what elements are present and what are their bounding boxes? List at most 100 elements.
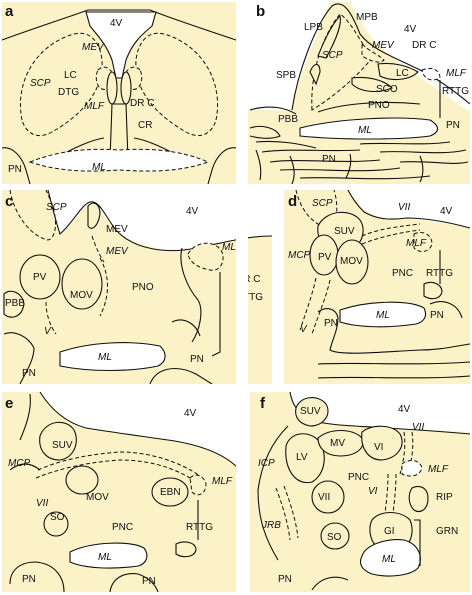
label-4v: 4V <box>110 18 123 29</box>
panel-c-pv <box>19 254 61 300</box>
label-pnc: PNC <box>348 472 369 483</box>
label-jrb: JRB <box>261 520 281 531</box>
label-4v: 4V <box>440 206 453 217</box>
label-vii: VII <box>412 422 424 433</box>
label-icp: ICP <box>258 458 275 469</box>
panel-b-mlf <box>421 67 441 81</box>
panel-e-suv <box>39 421 77 461</box>
label-vi-nerve: VI <box>368 486 378 497</box>
panel-b: b LPB MPB 4V SCP MEV DR C SPB LC MLF SCO… <box>248 2 471 185</box>
label-mev: MEV <box>82 42 105 53</box>
panel-e-ml <box>69 542 148 569</box>
panel-f-suv <box>295 397 329 427</box>
panel-a-dorsal-outline <box>1 9 237 41</box>
label-pn: PN <box>446 120 460 131</box>
label-mov: MOV <box>70 290 93 301</box>
panel-c-mlf <box>187 242 224 271</box>
panel-e-so <box>43 511 69 537</box>
label-ebn: EBN <box>160 487 181 498</box>
panel-a-scp-outline <box>20 32 103 136</box>
label-lc: LC <box>64 70 77 81</box>
label-lc: LC <box>396 68 409 79</box>
label-sco: SCO <box>376 84 398 95</box>
panel-d-mlf <box>413 231 433 252</box>
label-pn: PN <box>278 574 292 585</box>
label-ml: ML <box>92 162 106 173</box>
panel-c: c SCP 4V MLF MEV MEV PV MOV PNO DR C RTT… <box>2 189 273 385</box>
label-pbb: PBB <box>5 298 25 309</box>
panel-e-fourth-ventricle <box>40 392 238 468</box>
label-mlf: MLF <box>406 238 427 249</box>
label-pn: PN <box>430 310 444 321</box>
label-mlf: MLF <box>84 101 105 112</box>
panel-f-letter: f <box>260 395 266 412</box>
label-pno: PNO <box>132 282 154 293</box>
label-vii: VII <box>318 492 330 503</box>
panel-f-mv <box>317 429 364 457</box>
panel-f-vi <box>361 425 403 461</box>
label-mlf: MLF <box>212 476 233 487</box>
label-dr-c: DR C <box>412 40 436 51</box>
label-mpb: MPB <box>356 12 378 23</box>
panel-e-vii-nerve <box>35 451 201 483</box>
label-mlf: MLF <box>428 464 449 475</box>
panel-a-letter: a <box>5 3 14 20</box>
panel-c-mev-upper <box>87 202 101 229</box>
panel-d-dorsal-outline <box>347 189 471 229</box>
label-dr-c: DR C <box>236 274 260 285</box>
panel-b-letter: b <box>256 3 265 20</box>
label-ml: ML <box>382 554 396 565</box>
label-scp: SCP <box>312 198 333 209</box>
panel-f-ml <box>359 539 421 577</box>
label-suv: SUV <box>334 226 355 237</box>
panel-d-scp-outline <box>295 189 338 229</box>
panel-d-vii-nerve <box>361 223 421 245</box>
panel-b-ml <box>299 117 439 140</box>
label-suv: SUV <box>52 440 73 451</box>
label-pnc: PNC <box>392 268 413 279</box>
label-scp: SCP <box>30 78 51 89</box>
label-cr: CR <box>138 120 152 131</box>
label-rttg: RTTG <box>442 86 469 97</box>
label-mcp: MCP <box>288 250 311 261</box>
panel-e-dorsal-outline <box>39 391 239 469</box>
label-dtg: DTG <box>58 87 79 98</box>
label-mov: MOV <box>86 492 109 503</box>
panel-e-letter: e <box>5 395 13 412</box>
label-4v: 4V <box>398 404 411 415</box>
panel-e-mov <box>65 465 99 495</box>
panel-f-rip <box>408 485 429 513</box>
panel-c-fourth-ventricle <box>48 190 272 250</box>
label-pv: PV <box>33 272 47 283</box>
label-mev: MEV <box>372 40 395 51</box>
label-grn: GRN <box>436 526 458 537</box>
panel-f-vii-nerve <box>399 431 414 475</box>
panel-a-ml <box>28 148 210 172</box>
label-rttg: RTTG <box>186 522 213 533</box>
label-mov: MOV <box>340 256 363 267</box>
panel-f-fourth-ventricle <box>290 392 470 432</box>
panel-a-mlf-left <box>106 71 118 105</box>
panel-d: d SCP VII 4V SUV MLF MCP PV MOV PNC RTTG… <box>284 189 471 384</box>
label-mlf: MLF <box>446 68 467 79</box>
label-rttg: RTTG <box>426 268 453 279</box>
label-mcp: MCP <box>8 458 31 469</box>
label-pn: PN <box>322 154 336 165</box>
label-pnc: PNC <box>112 522 133 533</box>
label-pno: PNO <box>368 100 390 111</box>
panel-b-fourth-ventricle <box>248 2 470 112</box>
label-vi: VI <box>374 442 383 453</box>
label-pbb: PBB <box>278 114 298 125</box>
panel-a-pn-outline <box>1 147 31 185</box>
label-4v: 4V <box>404 24 417 35</box>
panel-c-scp-outline <box>9 189 56 241</box>
panel-e: e 4V SUV MCP MLF MOV EBN VII SO PNC RTTG… <box>2 391 239 593</box>
label-vii: VII <box>398 202 410 213</box>
label-pn: PN <box>22 574 36 585</box>
panel-b-spb <box>309 63 321 86</box>
panel-d-ml <box>339 301 427 328</box>
panel-d-rttg <box>423 281 443 300</box>
panel-c-ml <box>59 342 166 372</box>
label-vii: VII <box>36 498 48 509</box>
